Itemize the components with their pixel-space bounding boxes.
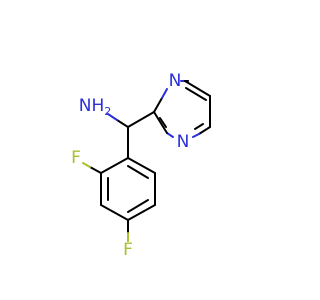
bond-bz-c6-c1-inner (127, 165, 149, 179)
bond-c-f-ortho (89, 166, 102, 174)
amine-label-subscript: 2 (104, 105, 111, 118)
bond-bz-c3-c4 (100, 204, 129, 221)
bond-pyr-c2-n1-n (161, 88, 168, 99)
bond-pyr-c4-n3 (198, 126, 211, 135)
bond-pyr-n3-c2-n (166, 132, 174, 138)
pyrimidine-n-bottom-label: N (177, 132, 190, 152)
bond-bz-c1-c2 (100, 157, 129, 174)
bond-c-f-ortho-f (82, 162, 91, 168)
fluorine-ortho-label: F (71, 148, 81, 168)
bond-layer (82, 80, 211, 242)
pyrimidine-n-top-label: N (169, 71, 182, 91)
bond-pyr-c4-n3-n (192, 133, 200, 138)
bond-pyr-c2-n1 (153, 97, 163, 113)
bond-pyr-c4-n3-inner (194, 123, 204, 130)
amine-label-main: NH (79, 96, 105, 116)
bond-pyr-n3-c2 (153, 111, 168, 134)
fluorine-para-label: F (123, 240, 133, 260)
bond-c-pyrimidine (127, 111, 155, 128)
amine-label: NH2 (79, 96, 112, 118)
bond-bz-c4-c5 (127, 204, 156, 221)
bond-pyr-c2-n3-inner (159, 117, 167, 128)
atom-label-layer: NH2 N N F F (71, 71, 189, 260)
molecule-structure: NH2 N N F F (71, 71, 211, 260)
bond-c-nh2 (116, 119, 129, 128)
bond-c-nh2-n (107, 113, 118, 121)
bond-bz-c4-c5-inner (127, 199, 149, 213)
bond-pyr-c6-c5-inner (185, 87, 207, 101)
bond-pyr-c6-c5 (184, 80, 211, 97)
bond-bz-c6-c1 (127, 157, 156, 174)
